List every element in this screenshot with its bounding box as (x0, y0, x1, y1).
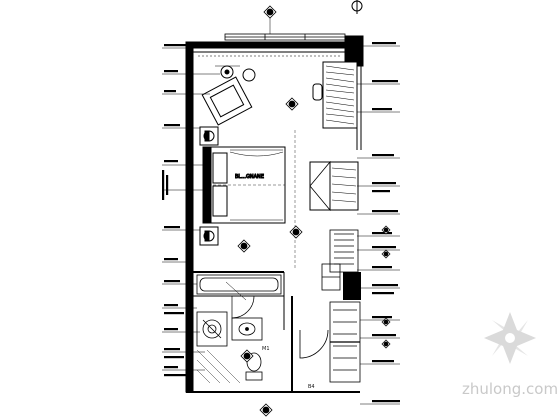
bathroom-door (225, 281, 255, 319)
bathroom-hatch (196, 349, 241, 384)
marker-bath (240, 349, 254, 363)
north-arrow (351, 0, 363, 14)
marker-top (263, 5, 277, 19)
watermark-text: zhulong.com (462, 380, 558, 398)
bed-pillow-bottom (212, 185, 228, 217)
bathroom-walls (193, 271, 293, 392)
left-label-blocks (162, 44, 218, 377)
side-table (242, 68, 256, 82)
entry-door (299, 329, 329, 359)
top-wall (192, 41, 362, 49)
marker-desk (285, 97, 299, 111)
tv-cabinet (309, 160, 359, 212)
door-mark: M1 (262, 346, 270, 352)
bed-label: BL...GNANE (235, 174, 264, 180)
nightstand-top (199, 126, 219, 146)
elevation-markers (237, 5, 303, 417)
left-annotations (162, 47, 226, 371)
luggage-rack (321, 263, 341, 291)
outer-walls (185, 35, 364, 393)
bed: BL...GNANE (202, 146, 286, 224)
top-window (224, 33, 346, 41)
armchair (201, 76, 253, 126)
left-wall (185, 41, 194, 393)
marker-bed (289, 225, 303, 239)
right-label-blocks (372, 42, 400, 403)
entry-closet (329, 301, 361, 383)
side-table-lamp (220, 65, 234, 79)
desk-chair (312, 83, 323, 101)
bottom-code: B4 (308, 384, 315, 390)
tv-cabinet-hatch (331, 167, 357, 203)
nightstand-bottom (199, 226, 219, 246)
desk (322, 61, 358, 129)
marker-floor (237, 239, 251, 253)
right-annotations (357, 45, 400, 405)
desk-hatch (325, 65, 355, 125)
marker-bottom (259, 403, 273, 417)
bed-pillow-top (212, 152, 228, 184)
zhulong-logo (484, 312, 536, 364)
bathtub (196, 274, 282, 295)
right-section-markers (381, 225, 391, 349)
structural-column (343, 272, 361, 300)
vanity-sink (231, 317, 263, 341)
wardrobe (329, 229, 359, 273)
shower (196, 311, 228, 347)
